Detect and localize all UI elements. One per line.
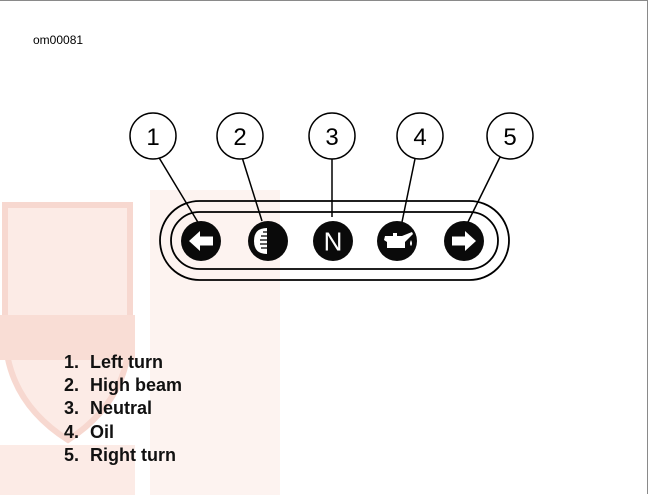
legend-label: Left turn	[90, 352, 163, 372]
svg-text:3: 3	[325, 124, 338, 151]
leader-line-1	[154, 150, 200, 225]
legend-number: 4.	[64, 421, 80, 442]
legend-list: 1.Left turn 2.High beam 3.Neutral 4.Oil …	[64, 351, 182, 467]
leader-line-2	[240, 153, 263, 222]
neutral-icon: N	[313, 221, 353, 261]
callout-3: 3	[308, 112, 356, 160]
legend-item: 4. Oil	[64, 421, 182, 444]
callout-5: 5	[486, 112, 534, 160]
figure-id: om00081	[33, 33, 84, 47]
legend-number: 5.	[64, 444, 80, 465]
svg-text:4: 4	[413, 124, 426, 151]
legend-number: 1.	[64, 352, 80, 372]
callout-4: 4	[396, 112, 444, 160]
legend-label: High beam	[90, 375, 183, 396]
svg-text:N: N	[324, 227, 343, 257]
legend-label: Oil	[90, 421, 115, 442]
legend-item: 2. High beam	[64, 374, 182, 397]
legend-number: 3.	[64, 398, 80, 419]
callout-1: 1	[129, 112, 177, 160]
high-beam-icon	[248, 221, 288, 261]
legend-label: Neutral	[90, 398, 153, 419]
indicator-housing-inner	[170, 211, 499, 270]
svg-text:5: 5	[503, 124, 516, 151]
legend-item: 5. Right turn	[64, 444, 182, 467]
leader-line-4	[401, 153, 417, 223]
svg-text:1: 1	[146, 124, 159, 151]
svg-text:2: 2	[233, 124, 246, 151]
legend-item: 1. Left turn	[64, 351, 182, 374]
callout-2: 2	[216, 112, 264, 160]
legend-label: Right turn	[90, 444, 176, 465]
left-turn-arrow-icon	[181, 221, 221, 261]
indicator-housing-outer	[159, 200, 510, 281]
legend-item: 3. Neutral	[64, 397, 182, 420]
right-turn-arrow-icon	[444, 221, 484, 261]
legend-number: 2.	[64, 375, 80, 396]
oil-can-icon	[377, 221, 417, 261]
leader-line-5	[466, 150, 504, 225]
